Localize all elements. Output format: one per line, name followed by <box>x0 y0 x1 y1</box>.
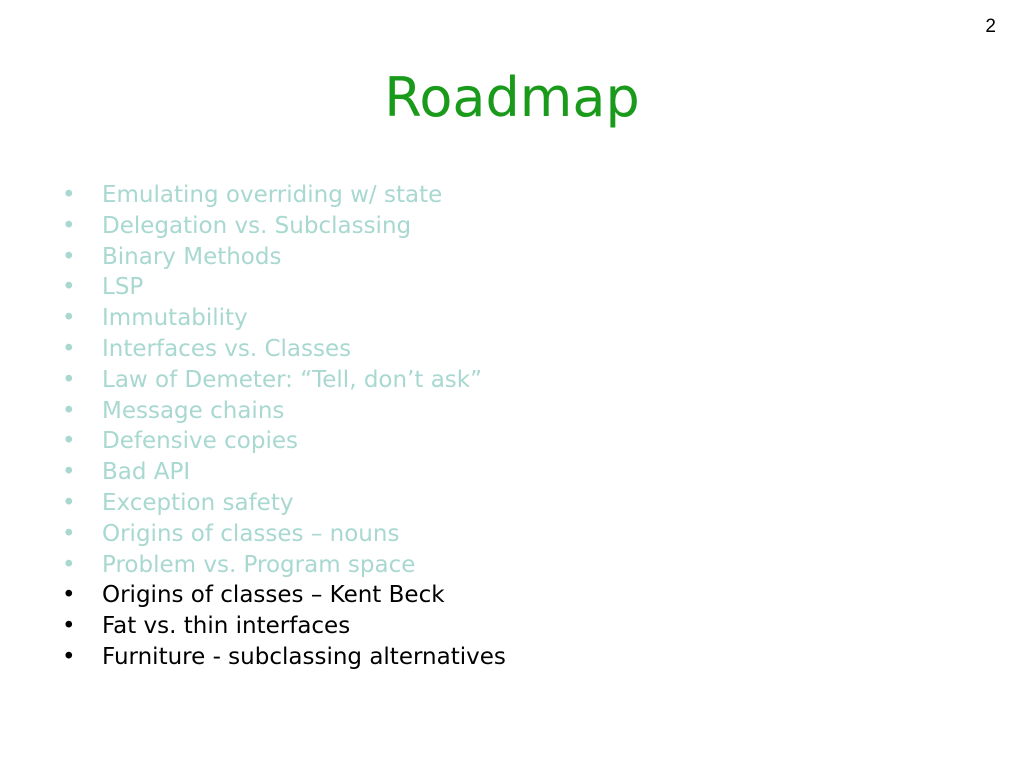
list-item-text: Fat vs. thin interfaces <box>102 613 351 640</box>
list-item: • Emulating overriding w/ state <box>60 180 960 211</box>
bullet-icon: • <box>62 274 76 301</box>
bullet-icon: • <box>62 305 76 332</box>
bullet-icon: • <box>62 243 76 270</box>
bullet-icon: • <box>62 613 76 640</box>
bullet-icon: • <box>62 459 76 486</box>
bullet-icon: • <box>62 397 76 424</box>
bullet-icon: • <box>62 335 76 362</box>
list-item: • Bad API <box>60 457 960 488</box>
list-item: • Delegation vs. Subclassing <box>60 211 960 242</box>
list-item: • Defensive copies <box>60 426 960 457</box>
list-item-text: LSP <box>102 274 144 301</box>
bullet-icon: • <box>62 212 76 239</box>
list-item: • Law of Demeter: “Tell, don’t ask” <box>60 365 960 396</box>
list-item-text: Defensive copies <box>102 428 298 455</box>
list-item: • Message chains <box>60 396 960 427</box>
bullet-icon: • <box>62 182 76 208</box>
list-item-text: Origins of classes – Kent Beck <box>102 582 445 609</box>
bullet-icon: • <box>62 643 76 670</box>
list-item: • Furniture - subclassing alternatives <box>60 642 960 673</box>
list-item-text: Delegation vs. Subclassing <box>102 212 412 239</box>
list-item: • Origins of classes – nouns <box>60 519 960 550</box>
page-number: 2 <box>985 16 996 37</box>
list-item: • Fat vs. thin interfaces <box>60 611 960 642</box>
list-item-text: Interfaces vs. Classes <box>102 335 352 362</box>
list-item-text: Origins of classes – nouns <box>102 520 400 547</box>
list-item-text: Law of Demeter: “Tell, don’t ask” <box>102 366 483 393</box>
list-item: • Exception safety <box>60 488 960 519</box>
list-item-text: Furniture - subclassing alternatives <box>102 643 506 670</box>
list-item: • Binary Methods <box>60 242 960 273</box>
list-item-text: Message chains <box>102 397 285 424</box>
list-item: • Interfaces vs. Classes <box>60 334 960 365</box>
bullet-icon: • <box>62 520 76 547</box>
bullet-icon: • <box>62 366 76 393</box>
list-item-text: Binary Methods <box>102 243 282 270</box>
list-item: • Origins of classes – Kent Beck <box>60 580 960 611</box>
roadmap-list: • Emulating overriding w/ state • Delega… <box>60 180 960 673</box>
list-item: • Problem vs. Program space <box>60 550 960 581</box>
bullet-icon: • <box>62 582 76 609</box>
bullet-icon: • <box>62 428 76 455</box>
slide-title: Roadmap <box>384 66 640 129</box>
list-item-text: Immutability <box>102 305 248 332</box>
list-item-text: Emulating overriding w/ state <box>102 182 443 208</box>
list-item-text: Bad API <box>102 459 191 486</box>
bullet-icon: • <box>62 551 76 578</box>
bullet-icon: • <box>62 489 76 516</box>
list-item-text: Problem vs. Program space <box>102 551 416 578</box>
list-item-text: Exception safety <box>102 489 294 516</box>
list-item: • Immutability <box>60 303 960 334</box>
list-item: • LSP <box>60 272 960 303</box>
